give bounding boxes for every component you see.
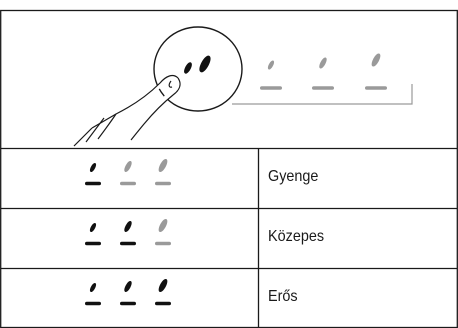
coffee-bean-icon bbox=[88, 222, 98, 233]
coffee-bean-icon bbox=[317, 56, 329, 70]
indicator-levels bbox=[260, 52, 387, 90]
coffee-bean-icon bbox=[122, 279, 134, 294]
strength-rows bbox=[85, 157, 171, 306]
indicator-bar bbox=[155, 181, 171, 186]
bean-indicator-lit bbox=[120, 279, 136, 306]
row-label-kozepes: Közepes bbox=[268, 228, 325, 245]
bean-indicator-lit bbox=[85, 282, 101, 306]
bean-indicator-unlit bbox=[260, 59, 282, 90]
coffee-bean-icon bbox=[369, 52, 383, 68]
strength-row-indicators bbox=[85, 157, 171, 186]
bean-indicator-unlit bbox=[155, 157, 171, 186]
row-label-gyenge: Gyenge bbox=[268, 168, 319, 185]
indicator-bar bbox=[85, 241, 101, 246]
indicator-bar bbox=[155, 301, 171, 306]
bean-indicator-lit bbox=[155, 277, 171, 306]
indicator-bar bbox=[365, 86, 387, 90]
coffee-bean-icon bbox=[266, 59, 276, 71]
bean-indicator-lit bbox=[85, 162, 101, 186]
indicator-bar bbox=[120, 241, 136, 246]
coffee-bean-icon bbox=[122, 219, 134, 234]
coffee-bean-icon bbox=[122, 159, 134, 174]
coffee-bean-icon bbox=[88, 282, 98, 293]
coffee-bean-icon bbox=[156, 157, 170, 174]
bean-indicator-unlit bbox=[365, 52, 387, 90]
hand-pointer-icon bbox=[73, 74, 181, 147]
bean-indicator-unlit bbox=[312, 56, 334, 90]
indicator-bar bbox=[120, 181, 136, 186]
indicator-bar bbox=[155, 241, 171, 246]
indicator-bar bbox=[85, 181, 101, 186]
indicator-bar bbox=[260, 86, 282, 90]
bean-indicator-unlit bbox=[120, 159, 136, 186]
row-label-eros: Erős bbox=[268, 288, 298, 305]
strength-row-indicators bbox=[85, 277, 171, 306]
indicator-bracket bbox=[232, 84, 413, 105]
strength-row-indicators bbox=[85, 217, 171, 246]
indicator-panel bbox=[232, 52, 413, 105]
bean-indicator-unlit bbox=[155, 217, 171, 246]
indicator-bar bbox=[120, 301, 136, 306]
bean-indicator-lit bbox=[85, 222, 101, 246]
coffee-bean-icon bbox=[156, 277, 170, 294]
indicator-bar bbox=[312, 86, 334, 90]
coffee-bean-icon bbox=[88, 162, 98, 173]
bean-button-illustration bbox=[73, 26, 243, 147]
indicator-bar bbox=[85, 301, 101, 306]
bean-indicator-lit bbox=[120, 219, 136, 246]
coffee-bean-icon bbox=[156, 217, 170, 234]
